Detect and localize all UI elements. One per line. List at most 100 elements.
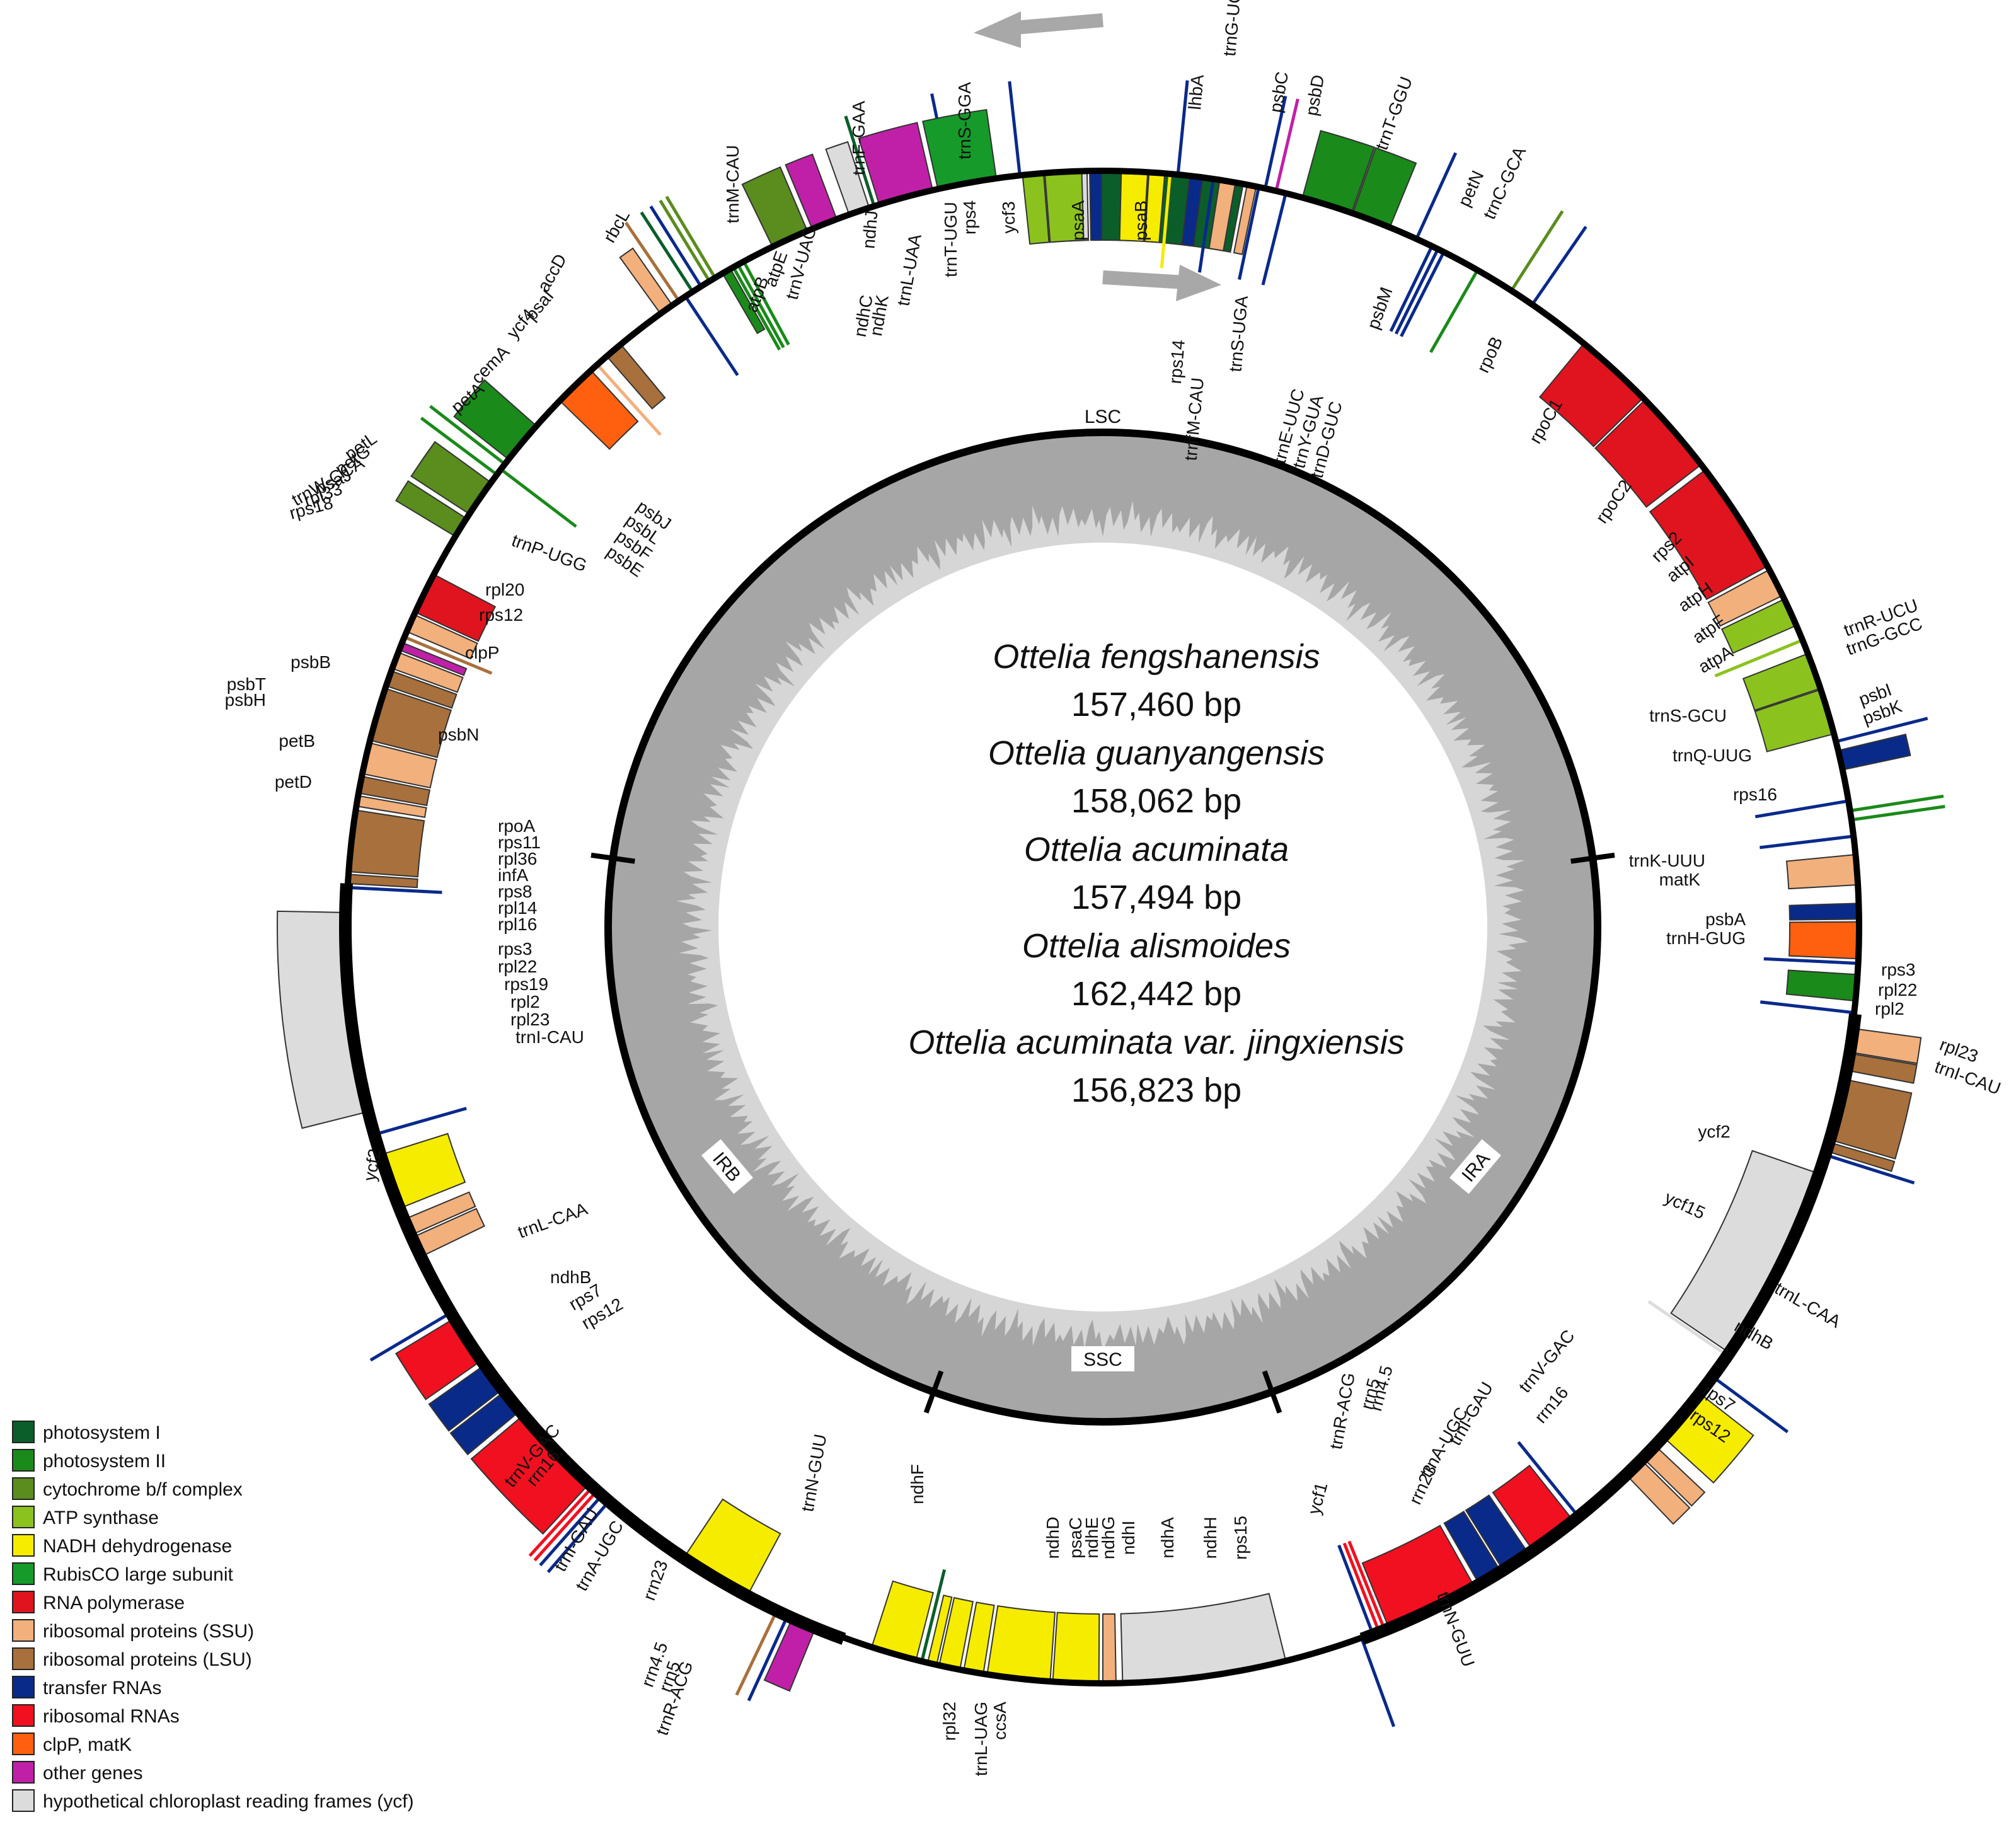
gene-rpl36 [403, 635, 493, 675]
gene-clpP [558, 369, 639, 450]
ssc-label-box [1071, 1346, 1134, 1371]
gene-label: rpl20 [485, 580, 524, 599]
gene-label: ccsA [990, 1702, 1010, 1740]
legend-swatch-photosystem_I [12, 1421, 35, 1443]
legend-swatch-cytochrome [12, 1477, 35, 1500]
gene-psbL [736, 263, 785, 349]
legend-swatch-atp [12, 1506, 35, 1528]
lsc-ira-tick [1570, 852, 1615, 864]
gene-petL [665, 195, 717, 279]
gene-ndhH [1052, 1612, 1100, 1684]
gene-label: ndhD [1043, 1517, 1063, 1559]
gene-trnV-GAC-b [369, 1310, 453, 1362]
gene-trnR-ACG-b [539, 1493, 604, 1567]
gene-trnI-CAU-b [347, 885, 442, 894]
gene-label: psbT [227, 674, 266, 694]
legend-label-ndh: NADH dehydrogenase [43, 1536, 232, 1557]
gene-rpl2-b [348, 809, 425, 878]
gene-label: ndhH [1201, 1517, 1220, 1559]
legend-label-other: other genes [43, 1763, 142, 1784]
region-ring [604, 429, 1601, 1426]
gene-rps12-c [596, 363, 662, 436]
gene-petG [659, 199, 711, 282]
gene-label: psbD [1301, 73, 1328, 117]
gene-trnC-GCA [1531, 226, 1587, 306]
species-name-1: Ottelia fengshanensis [993, 638, 1320, 676]
gene-label: psaA [1068, 200, 1088, 241]
gene-trnL-CAA [1710, 1375, 1789, 1434]
legend-label-atp: ATP synthase [43, 1508, 159, 1528]
gene-label: rpl22 [498, 957, 537, 976]
gene-label: trnS-GGA [955, 82, 974, 159]
ira-ssc-tick [1262, 1370, 1282, 1414]
legend-swatch-rrna [12, 1704, 35, 1727]
legend-swatch-ycf [12, 1789, 35, 1812]
gene-psbT [429, 405, 506, 466]
gene-label: trnS-GCU [1649, 706, 1727, 725]
gene-trnH-GUG [1760, 1000, 1855, 1015]
species-name-4: Ottelia alismoides [1022, 927, 1291, 965]
gene-ndhA [986, 1605, 1056, 1683]
gene-label: trnL-UAG [971, 1702, 991, 1776]
gene-label: rps8 [498, 882, 532, 901]
gene-label: trnH-GUG [1666, 928, 1746, 948]
gene-label: rpl32 [940, 1702, 959, 1741]
gene-label: trnL-CAA [515, 1199, 590, 1242]
gene-label: rpl23 [510, 1010, 550, 1029]
gene-label: ndhI [1119, 1521, 1138, 1555]
gene-label: trnM-CAU [723, 145, 742, 223]
gene-label: psbA [1705, 909, 1746, 929]
genome-backbone [338, 168, 1862, 1687]
gc-content-ring [590, 429, 1615, 1426]
gene-psaI [844, 115, 876, 207]
legend-swatch-photosystem_II [12, 1449, 35, 1472]
ssc-irb-tick [923, 1370, 944, 1414]
legend-label-ssu: ribosomal proteins (SSU) [43, 1621, 254, 1642]
gene-trnF-GAA [1176, 80, 1189, 175]
gene-label: trnL-UAA [893, 233, 925, 308]
gene-label: ndhB [550, 1267, 591, 1287]
gene-label: rpoC2 [1592, 476, 1635, 527]
gene-trnD-GUC [1400, 251, 1446, 337]
gene-label: petN [1454, 168, 1487, 210]
gene-label: rpl2 [1875, 999, 1904, 1018]
arrowhead-top [974, 11, 1021, 48]
gene-label: trnP-UGG [509, 531, 590, 576]
gene-label: rps15 [1231, 1516, 1250, 1560]
gene-label: trnR-ACG [1326, 1371, 1359, 1451]
gene-rps15 [1102, 1613, 1117, 1685]
gene-label: rps16 [1733, 785, 1777, 804]
gene-label: trnG-UCC [1219, 0, 1246, 57]
gene-label: rrn16 [1531, 1383, 1572, 1427]
legend-swatch-ssu [12, 1619, 35, 1642]
gene-label: rpoA [498, 816, 535, 836]
gene-label: rpl2 [510, 992, 540, 1012]
gene-ndhJ [1160, 173, 1172, 268]
gene-label: petB [279, 731, 315, 751]
legend-swatch-other [12, 1761, 35, 1784]
legend-label-rrna: ribosomal RNAs [43, 1706, 180, 1727]
gene-psbH [420, 417, 498, 476]
gene-label: ycf2 [360, 1147, 384, 1182]
gene-atpH [1714, 638, 1804, 677]
gene-label: ycf2 [1698, 1122, 1730, 1141]
species-name-5: Ottelia acuminata var. jingxiensis [908, 1023, 1404, 1061]
gene-rrn4.5-b [528, 1485, 595, 1557]
gene-petN [1510, 210, 1564, 292]
gene-label: psbH [225, 690, 266, 710]
legend-label-lsu: ribosomal proteins (LSU) [43, 1649, 252, 1670]
legend-swatch-rbcl [12, 1562, 35, 1585]
lsc-direction-arrow-bottom [1102, 270, 1185, 289]
gene-label: ndhA [1158, 1517, 1177, 1559]
gene-trnK-UUU-b [1763, 957, 1858, 966]
genome-size-5: 156,823 bp [1071, 1071, 1241, 1109]
gene-ndhF [683, 1498, 781, 1596]
gene-trnL-UAG [747, 1614, 790, 1702]
gene-trnV-UAC [1089, 170, 1103, 241]
lsc-direction-arrow-top [1014, 13, 1103, 35]
gene-trnT-GGU [1415, 152, 1458, 240]
gene-label: rps3 [498, 939, 532, 959]
gene-trnE-UUC [1389, 245, 1434, 332]
